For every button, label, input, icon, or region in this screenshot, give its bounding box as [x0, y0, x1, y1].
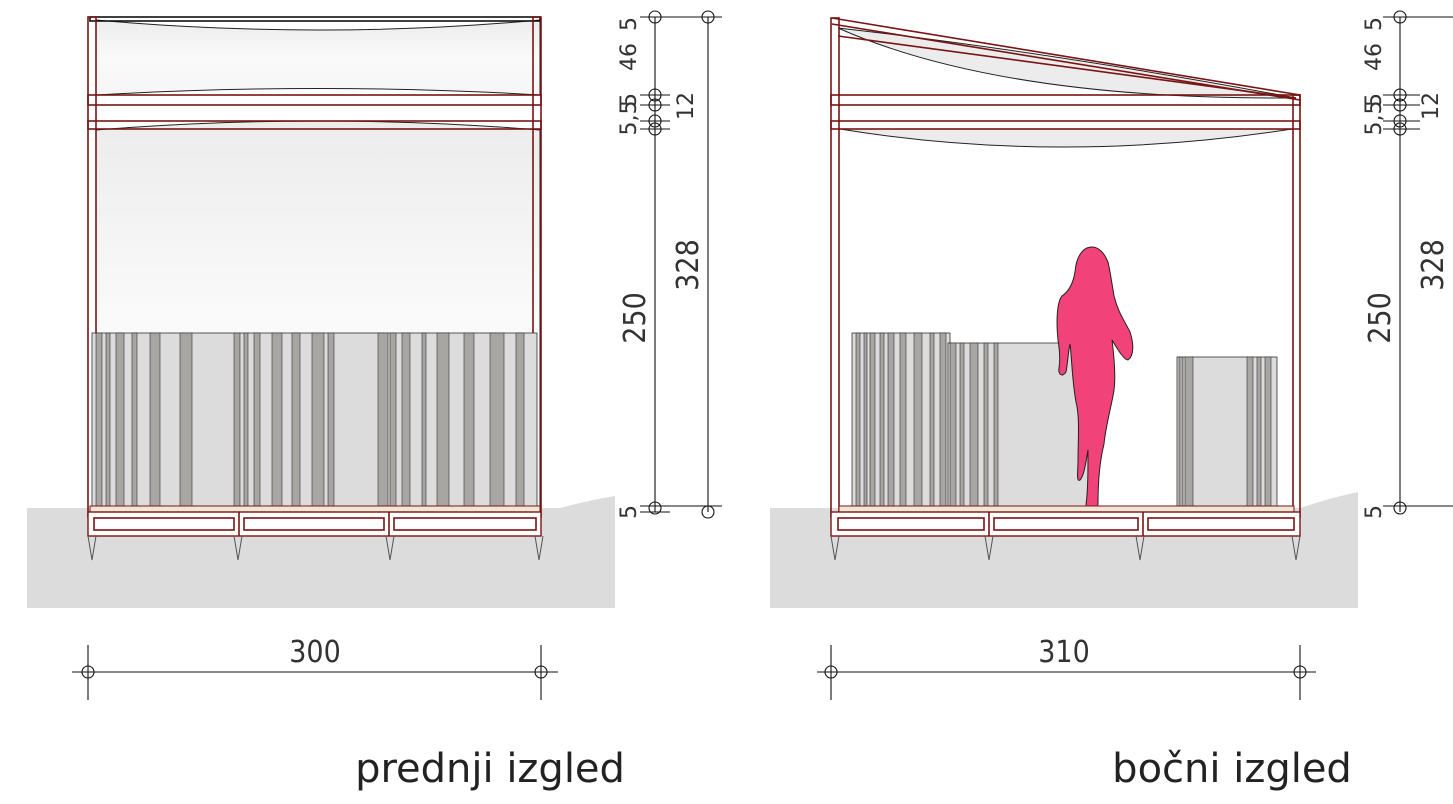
- front-dim-seg-2: 5: [617, 93, 642, 107]
- panel-stripe: [489, 332, 505, 509]
- front-base: [87, 511, 542, 537]
- panel-stripe: [291, 332, 301, 509]
- panel-stripe: [869, 332, 876, 509]
- front-height-dimensions: 5 46 5 5,5 12 5 250 328: [617, 10, 722, 519]
- front-beam-lower: [87, 120, 542, 130]
- panel-stripe: [949, 342, 957, 509]
- side-dim-seg-4: 12: [1419, 92, 1444, 120]
- panel-stripe: [879, 332, 885, 509]
- front-panels: [91, 332, 538, 509]
- panel-stripe: [887, 332, 895, 509]
- front-dim-seg-5: 5: [617, 505, 642, 519]
- person-silhouette: [1056, 246, 1134, 510]
- panel-stripe: [327, 332, 335, 509]
- side-dim-seg-1: 46: [1362, 43, 1387, 71]
- panel-stripe: [131, 332, 138, 509]
- panel-stripe: [515, 332, 525, 509]
- panel-stripe: [969, 342, 979, 509]
- side-post-left: [830, 17, 840, 518]
- side-caption: bočni izgled: [1112, 746, 1352, 792]
- side-height-dimensions: 5 46 5 5,5 12 5 250 328: [1362, 10, 1453, 519]
- panel-stripe: [463, 332, 475, 509]
- front-beam-upper: [87, 94, 542, 106]
- side-lower-fabric: [839, 128, 1293, 148]
- panel-stripe: [1178, 356, 1184, 509]
- panel-stripe: [271, 332, 283, 509]
- panel-stripe: [149, 332, 161, 509]
- panel-stripe: [1256, 356, 1262, 509]
- panel-stripe: [421, 332, 427, 509]
- front-dim-seg-4: 12: [674, 92, 699, 120]
- panel-stripe: [436, 332, 450, 509]
- panel-stripe: [233, 332, 241, 509]
- panel-stripe: [243, 332, 249, 509]
- front-width-label: 300: [289, 635, 341, 670]
- panel-stripe: [863, 332, 868, 509]
- panel-stripe: [1264, 356, 1272, 509]
- panel-stripe: [1184, 356, 1194, 509]
- front-dim-wall: 250: [618, 292, 653, 344]
- panel-stripe: [377, 332, 389, 509]
- side-dim-seg-3: 5,5: [1362, 101, 1387, 136]
- side-dim-wall: 250: [1363, 292, 1398, 344]
- panel-stripe: [389, 332, 397, 509]
- panel-stripe: [913, 332, 923, 509]
- panel-stripe: [115, 332, 125, 509]
- panel-stripe: [179, 332, 193, 509]
- side-dim-seg-2: 5: [1362, 93, 1387, 107]
- side-dim-seg-5: 5: [1362, 505, 1387, 519]
- front-caption: prednji izgled: [355, 746, 625, 792]
- front-dim-seg-1: 46: [617, 43, 642, 71]
- side-width-dimension: 310: [817, 635, 1316, 700]
- panel-stripe: [983, 342, 989, 509]
- side-dim-seg-0: 5: [1362, 17, 1387, 31]
- side-dim-total: 328: [1416, 239, 1451, 291]
- panel-stripe: [929, 332, 935, 509]
- panel-stripe: [855, 332, 861, 509]
- front-canopy-fabric: [95, 19, 541, 96]
- panel-stripe: [1246, 356, 1254, 509]
- panel-stripe: [939, 332, 947, 509]
- panel-stripe: [95, 332, 103, 509]
- panel-stripe: [105, 332, 111, 509]
- panel-stripe: [993, 342, 999, 509]
- panel-stripe: [253, 332, 261, 509]
- front-dim-total: 328: [671, 239, 706, 291]
- front-width-dimension: 300: [72, 635, 558, 700]
- side-furniture: [851, 332, 1278, 509]
- panel-stripe: [401, 332, 411, 509]
- side-view: 310 bočni izgled: [770, 17, 1358, 792]
- panel-stripe: [899, 332, 907, 509]
- front-dim-seg-0: 5: [617, 17, 642, 31]
- side-width-label: 310: [1038, 635, 1090, 670]
- side-base: [830, 511, 1301, 537]
- side-post-right: [1292, 94, 1301, 518]
- panel-stripe: [959, 342, 965, 509]
- front-view: 300 prednji izgled: [27, 16, 625, 792]
- front-dim-seg-3: 5,5: [617, 101, 642, 136]
- panel-stripe: [311, 332, 325, 509]
